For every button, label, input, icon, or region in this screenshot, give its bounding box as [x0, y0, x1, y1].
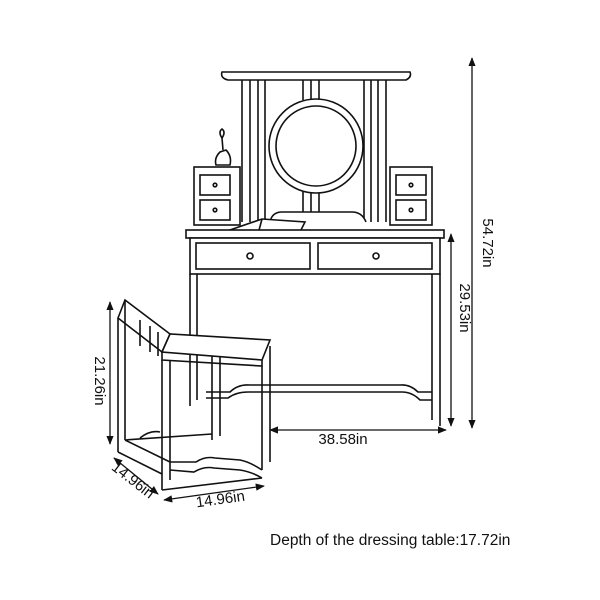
- stool-seat: [160, 333, 272, 361]
- dressing-table: [185, 71, 445, 426]
- right-small-cabinet: [389, 166, 433, 226]
- dimension-lines: [106, 57, 476, 503]
- stool-height-label: 21.26in: [91, 356, 108, 405]
- stool-depth-line: [113, 457, 159, 495]
- table-top: [185, 229, 445, 239]
- table-height-label: 29.53in: [456, 283, 473, 332]
- stool: [117, 298, 272, 491]
- table-drawer-right: [317, 242, 433, 270]
- vase: [214, 127, 232, 166]
- table-drawer-left: [195, 242, 311, 270]
- left-small-cabinet: [193, 166, 241, 226]
- total-height-label: 54.72in: [479, 218, 496, 267]
- table-width-label: 38.58in: [318, 431, 367, 448]
- stool-width-line: [163, 483, 265, 503]
- mirror-top-rail: [220, 71, 412, 81]
- table-depth-caption: Depth of the dressing table:17.72in: [270, 532, 511, 549]
- stool-depth-label: 14.96in: [108, 459, 157, 503]
- stool-width-label: 14.96in: [195, 488, 246, 512]
